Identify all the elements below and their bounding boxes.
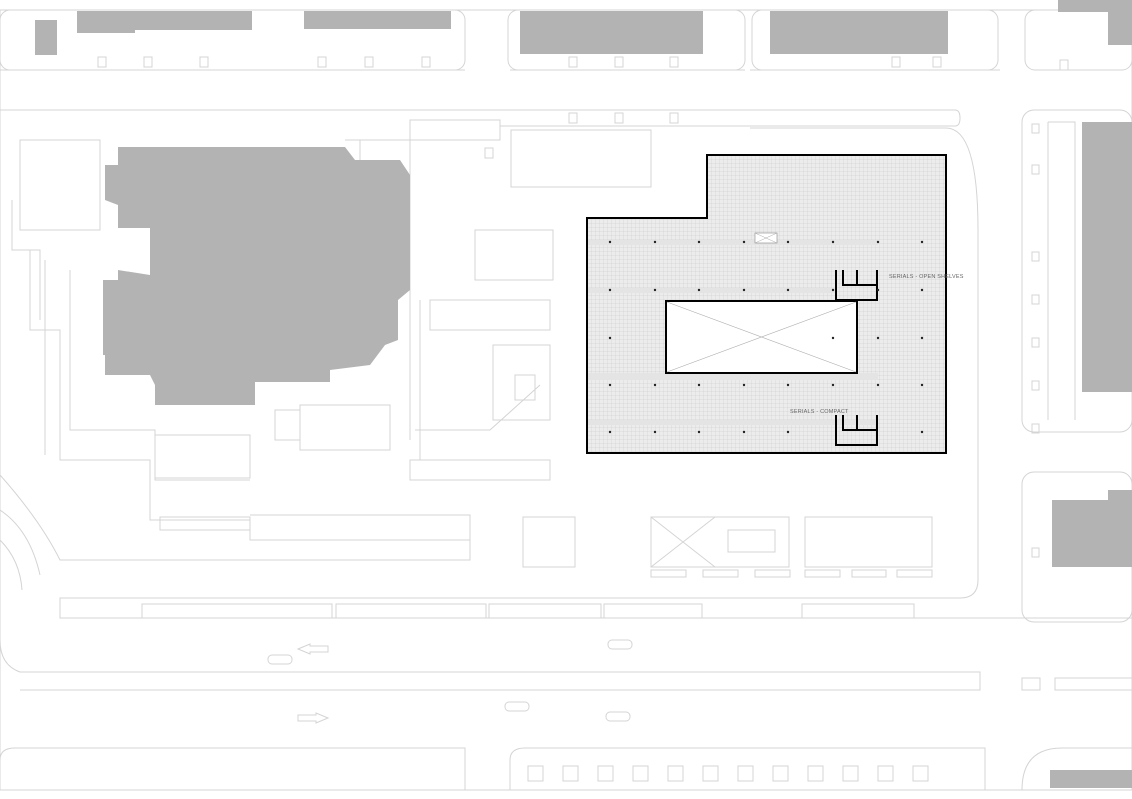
label-serials-compact: SERIALS - COMPACT xyxy=(790,409,849,415)
atrium-void xyxy=(665,300,858,374)
label-serials-open-shelves: SERIALS - OPEN SHELVES xyxy=(889,274,964,280)
existing-library-mass xyxy=(103,147,410,405)
arrow-left-icon xyxy=(296,643,329,655)
street-linework xyxy=(0,9,1132,791)
traffic-arrows xyxy=(296,643,330,724)
arrow-right-icon xyxy=(297,712,330,724)
cars xyxy=(267,639,633,722)
stair-core-north xyxy=(835,270,878,301)
structural-columns xyxy=(608,240,924,434)
neighbouring-buildings xyxy=(35,0,1132,788)
proposed-building-plan: SERIALS - OPEN SHELVES SERIALS - COMPACT xyxy=(586,154,964,454)
stair-core-south xyxy=(835,415,878,446)
building-outline xyxy=(586,154,947,454)
